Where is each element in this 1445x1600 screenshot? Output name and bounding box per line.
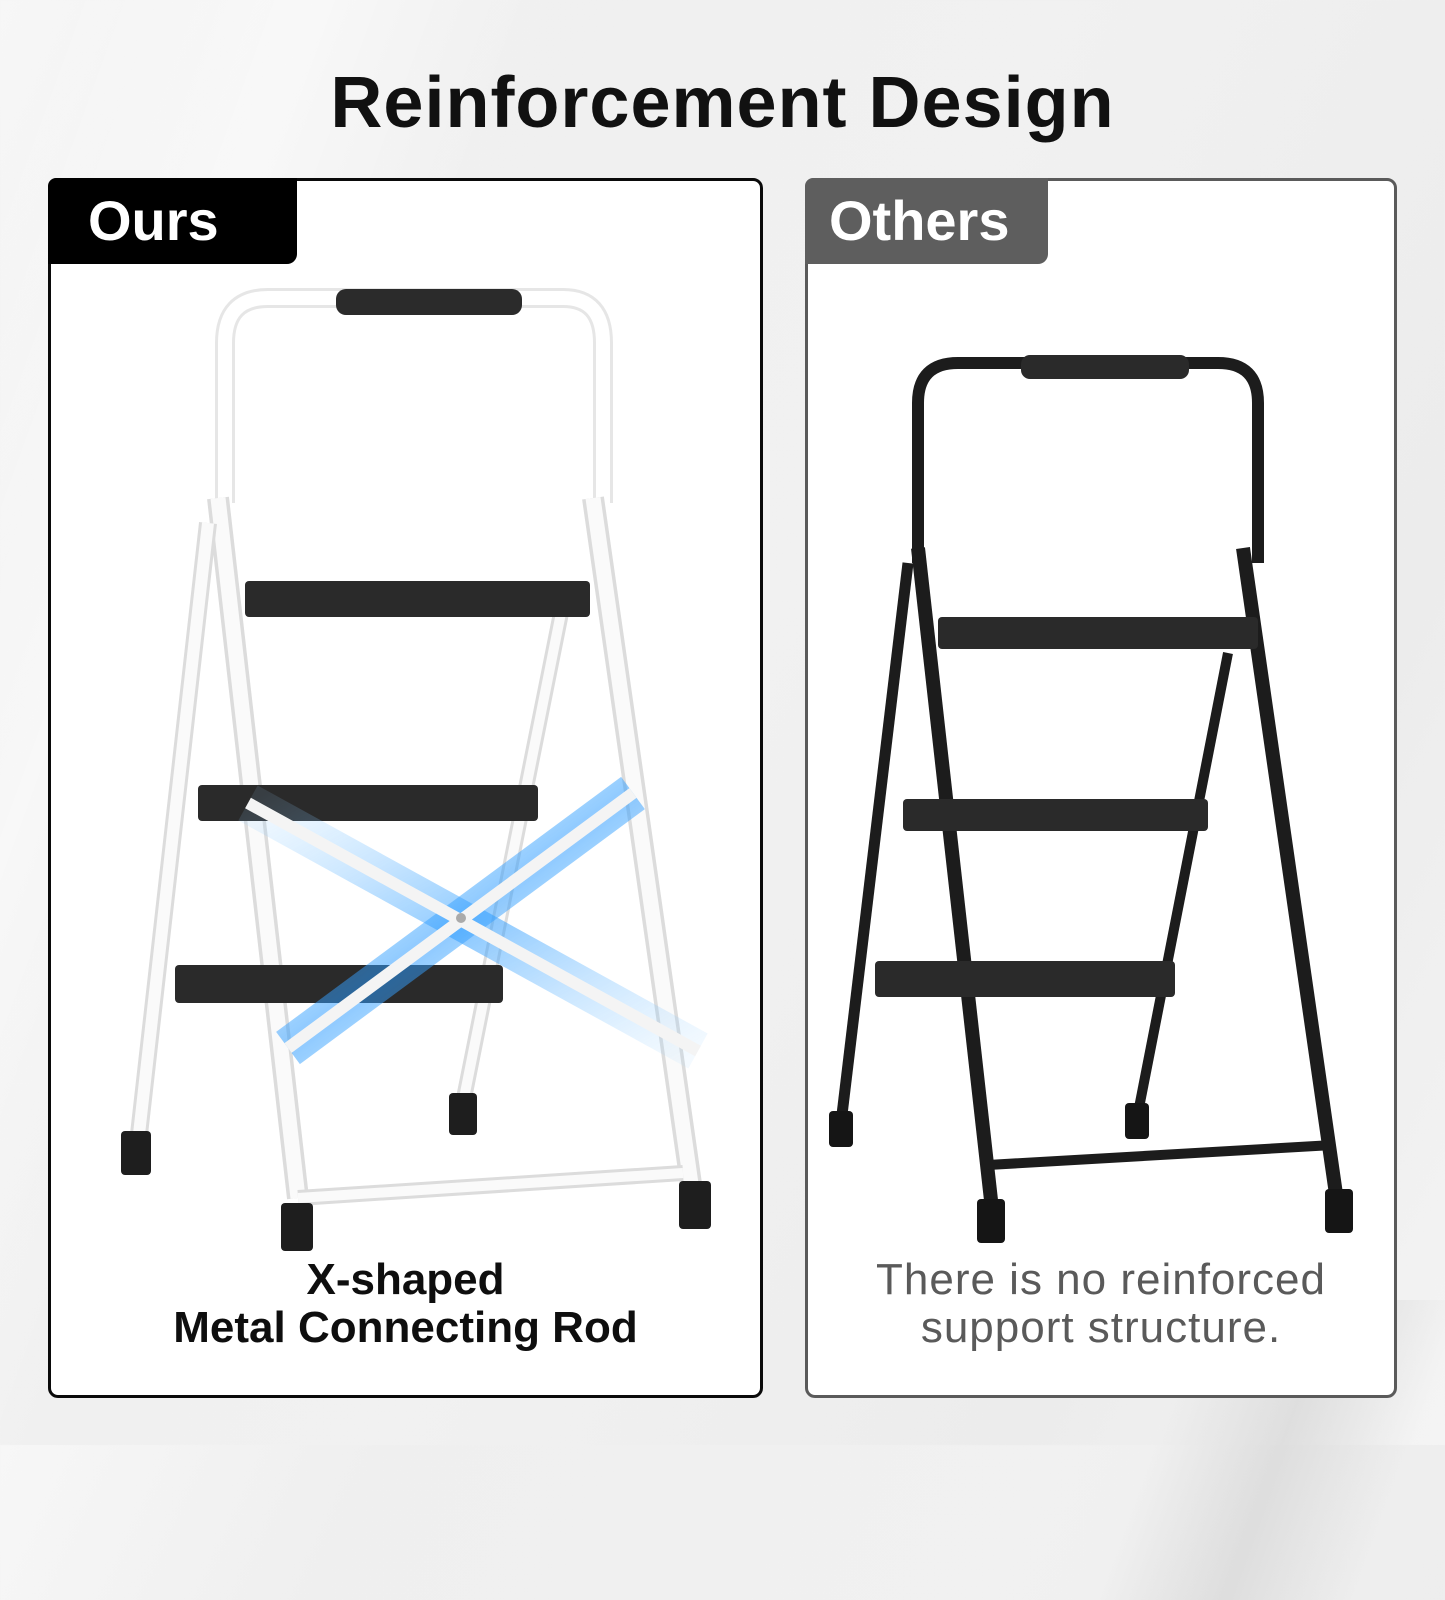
others-tag: Others (805, 178, 1048, 264)
others-caption-line2: support structure. (920, 1303, 1282, 1352)
white-ladder-image (121, 288, 711, 1251)
black-ladder-image (829, 355, 1353, 1243)
ours-panel: Ours (48, 178, 763, 1398)
others-caption-line1: There is no reinforced (876, 1255, 1326, 1304)
ours-caption-line2: Metal Connecting Rod (173, 1303, 638, 1352)
ours-caption: X-shaped Metal Connecting Rod (51, 1256, 760, 1352)
ours-caption-line1: X-shaped (306, 1255, 505, 1304)
page-title: Reinforcement Design (330, 63, 1115, 143)
ours-tag: Ours (48, 178, 297, 264)
others-caption: There is no reinforced support structure… (808, 1256, 1394, 1352)
others-panel: Others There is no reinforced support st… (805, 178, 1397, 1398)
